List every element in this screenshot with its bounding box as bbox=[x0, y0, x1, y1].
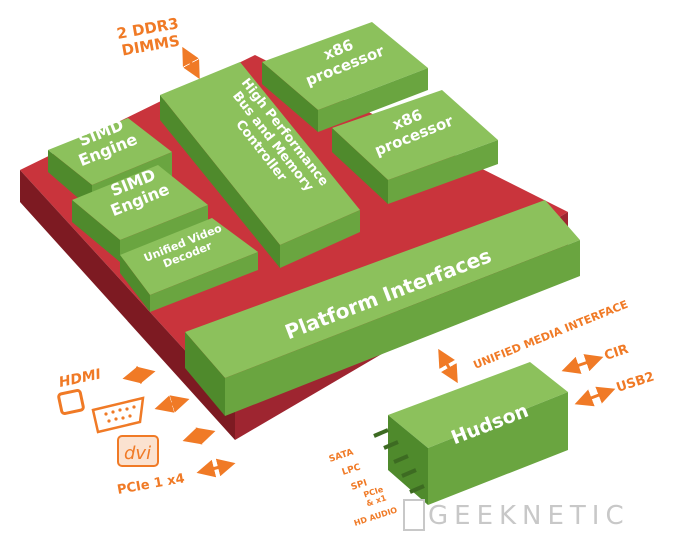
cir-label-group: CIR bbox=[561, 342, 631, 374]
hudson-chip: Hudson bbox=[373, 362, 568, 505]
pcie-label-group: PCIe 1 x4 bbox=[116, 458, 236, 498]
cir-arrow bbox=[561, 354, 604, 374]
hudson-pins bbox=[373, 428, 425, 494]
dvi-logo: dvi bbox=[117, 427, 216, 467]
x86-processor-1: x86processor bbox=[262, 22, 428, 132]
cir-label: CIR bbox=[603, 342, 631, 364]
ddr3-dimms-label: 2 DDR3DIMMS bbox=[115, 14, 183, 60]
usb2-label: USB2 bbox=[615, 370, 657, 396]
hdmi-logo-text: HDMI bbox=[58, 366, 103, 390]
dvi-logo-text: dvi bbox=[124, 443, 151, 464]
watermark-text: GEEKNETIC bbox=[428, 501, 630, 531]
vga-connector-icon bbox=[91, 395, 190, 434]
hdmi-arrow bbox=[122, 365, 156, 385]
memory-controller: High PerformanceBus and MemoryController bbox=[160, 62, 360, 268]
watermark: GEEKNETIC bbox=[403, 499, 630, 531]
usb2-label-group: USB2 bbox=[574, 370, 657, 407]
pcie-arrow bbox=[196, 458, 236, 478]
vga-arrow bbox=[154, 395, 190, 413]
umi-arrow bbox=[438, 348, 458, 384]
ddr3-arrow bbox=[182, 46, 200, 80]
spi-label: SPI bbox=[350, 478, 369, 493]
unified-video-decoder: Unified VideoDecoder bbox=[120, 218, 258, 312]
sata-label: SATA bbox=[328, 448, 355, 465]
usb2-arrow bbox=[574, 386, 616, 407]
ddr3-dimms-label-group: 2 DDR3DIMMS bbox=[115, 14, 200, 80]
lpc-label: LPC bbox=[341, 462, 362, 477]
hd-audio-label: HD AUDIO bbox=[353, 505, 399, 528]
pcie-label: PCIe 1 x4 bbox=[116, 471, 186, 498]
dvi-arrow bbox=[182, 427, 216, 445]
x86-processor-2: x86processor bbox=[332, 90, 498, 204]
hudson-pin-labels: SATA LPC SPI PCIe& x1 HD AUDIO bbox=[328, 448, 399, 528]
